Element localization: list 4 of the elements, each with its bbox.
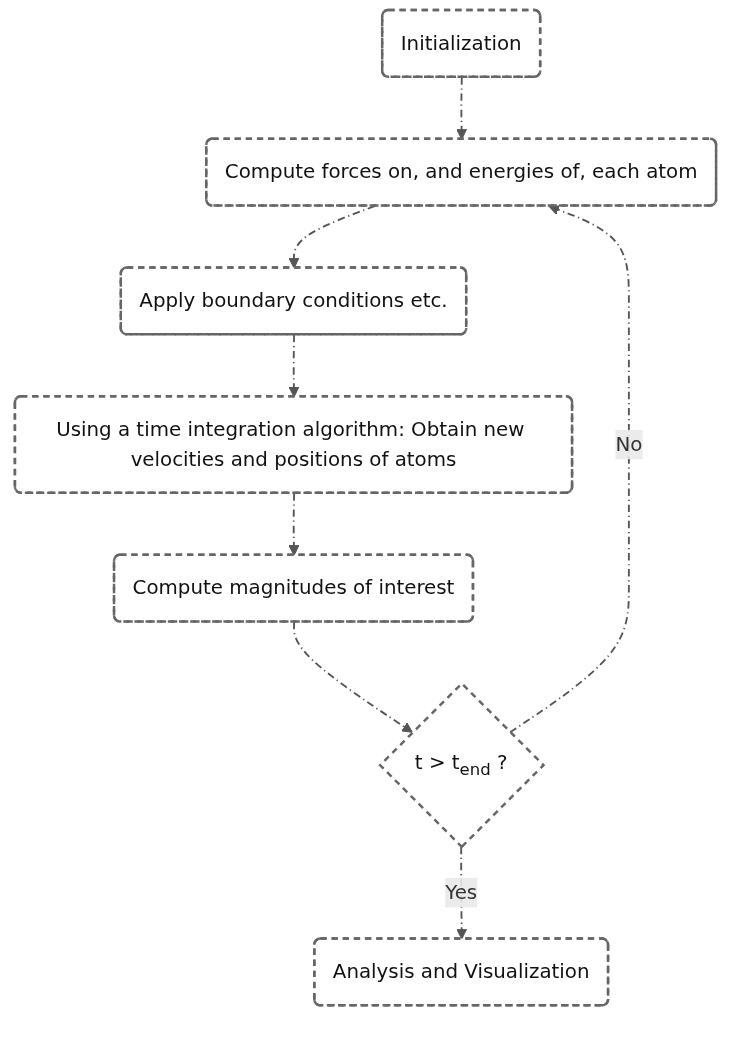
node-diamond: t > t$_{end}$ ? (378, 681, 546, 849)
edge-label: No (615, 432, 643, 456)
arrow (293, 621, 413, 733)
edge-label: Yes (445, 880, 478, 904)
